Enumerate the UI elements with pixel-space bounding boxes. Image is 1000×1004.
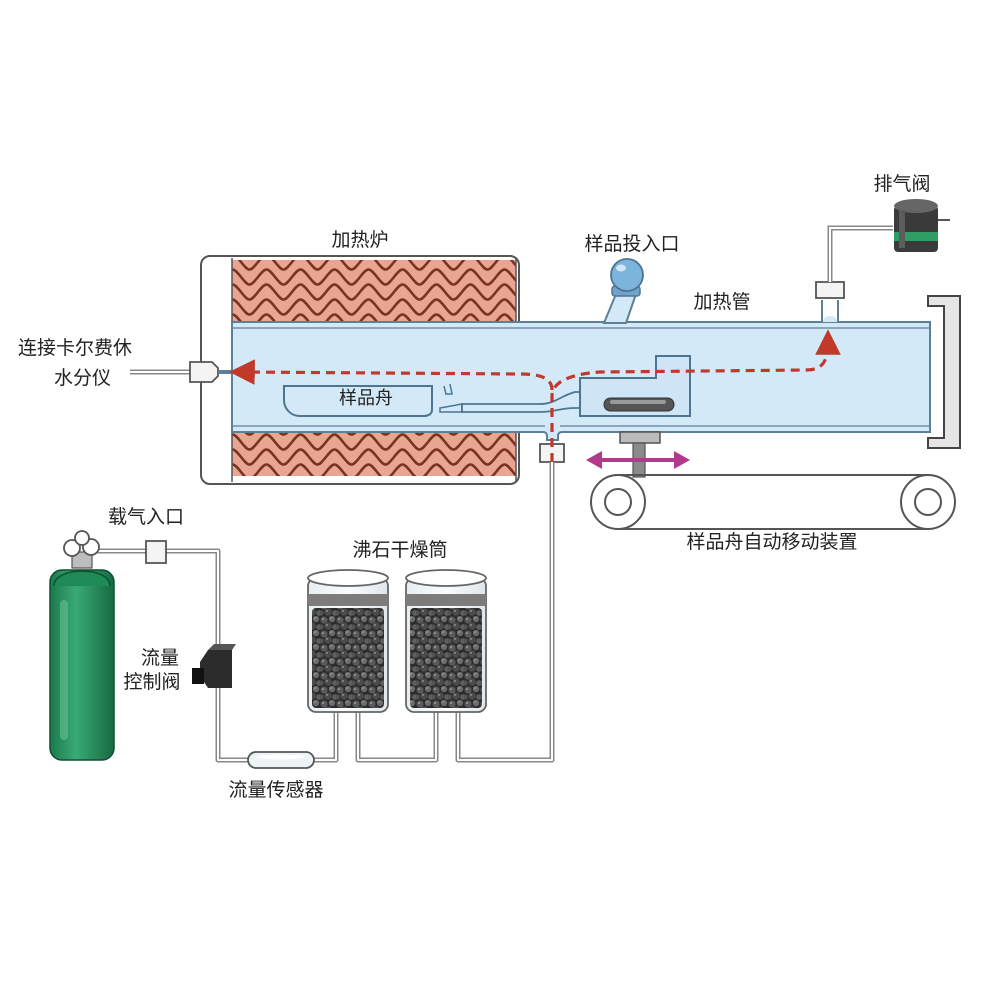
boat-carriage xyxy=(619,431,661,478)
motion-arrow xyxy=(586,451,690,469)
exhaust-valve-label: 排气阀 xyxy=(873,173,931,195)
heating-wave xyxy=(232,433,516,451)
gas-cylinder xyxy=(49,530,115,761)
sample-boat xyxy=(283,383,463,417)
boat-mover-conveyor xyxy=(590,474,956,530)
flow-sensor-label: 流量传感器 xyxy=(228,779,324,801)
carrier-gas-inlet-fitting xyxy=(145,540,167,564)
flow-control-valve xyxy=(192,644,236,688)
flow-valve-label-line1: 流量 xyxy=(140,647,180,669)
exhaust-line xyxy=(815,219,950,322)
heating-wave xyxy=(237,260,516,271)
flow-valve-label-line2: 控制阀 xyxy=(123,671,181,693)
heating-wave xyxy=(232,463,516,476)
zeolite-dryer-label: 沸石干燥筒 xyxy=(352,539,448,561)
zeolite-dryer-left xyxy=(307,569,389,713)
zeolite-dryer-right xyxy=(405,569,487,713)
gas-flow-path xyxy=(550,329,841,462)
kf-label-line2: 水分仪 xyxy=(54,367,112,389)
exhaust-valve xyxy=(894,199,938,252)
heating-wave xyxy=(232,448,516,466)
heating-wave xyxy=(232,298,516,316)
kf-label-line1: 连接卡尔费休 xyxy=(18,337,133,359)
sample-inlet xyxy=(602,258,644,324)
heating-wave xyxy=(232,268,516,286)
gas-flow-return xyxy=(229,359,554,391)
heating-tube-label: 加热管 xyxy=(693,291,751,313)
boat-mover-label: 样品舟自动移动装置 xyxy=(686,531,858,553)
sample-inlet-label: 样品投入口 xyxy=(584,233,680,255)
carrier-gas-inlet-label: 载气入口 xyxy=(108,506,185,528)
kf-outlet-connector xyxy=(130,361,232,383)
flow-sensor xyxy=(247,751,315,769)
furnace-label: 加热炉 xyxy=(331,229,389,251)
heating-wave xyxy=(232,283,516,301)
sample-boat-label: 样品舟 xyxy=(339,388,393,409)
